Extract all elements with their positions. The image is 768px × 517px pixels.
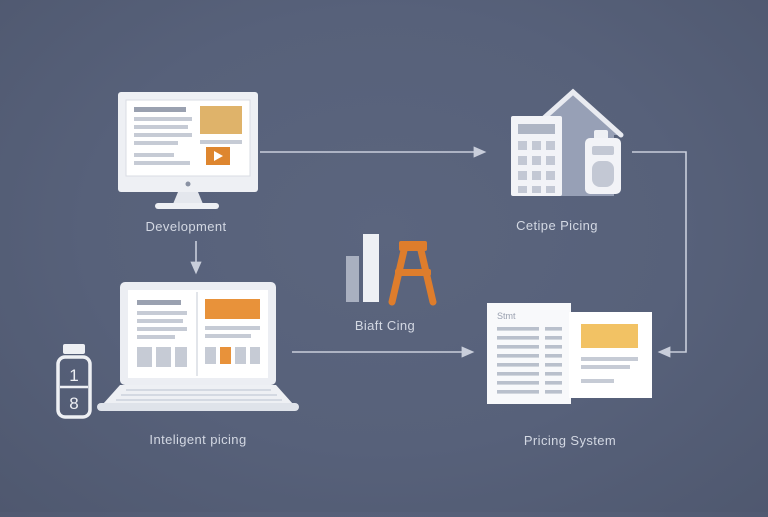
document-highlight-block bbox=[581, 324, 638, 348]
monitor-stand bbox=[173, 192, 203, 204]
staffing-label: Biaft Cing bbox=[354, 318, 416, 333]
laptop-hero-block bbox=[205, 299, 260, 319]
calculator-icon bbox=[511, 116, 562, 196]
document-line-rows bbox=[497, 327, 562, 394]
document-header-text: Stmt bbox=[497, 311, 516, 321]
monitor-hero-block bbox=[200, 106, 242, 134]
weight-icon: 1 8 bbox=[56, 344, 92, 419]
development-label: Development bbox=[145, 219, 227, 234]
desktop-monitor-icon bbox=[118, 92, 258, 209]
building-icon bbox=[511, 88, 624, 196]
pricing-system-label: Pricing System bbox=[523, 433, 617, 448]
intelligent-pricing-label: Inteligent picing bbox=[149, 432, 247, 447]
laptop-icon bbox=[97, 282, 299, 411]
price-scanner-icon bbox=[585, 130, 621, 194]
weight-bottom-digit: 8 bbox=[69, 394, 78, 413]
competitive-pricing-label: Cetipe Picing bbox=[516, 218, 598, 233]
pricing-documents-icon: Stmt bbox=[487, 303, 652, 404]
bar-chart-icon bbox=[346, 234, 379, 302]
play-button-icon bbox=[206, 147, 230, 165]
connector-competitive-to-pricing bbox=[632, 151, 687, 358]
weight-top-digit: 1 bbox=[69, 366, 78, 385]
step-ladder-icon bbox=[388, 241, 437, 306]
